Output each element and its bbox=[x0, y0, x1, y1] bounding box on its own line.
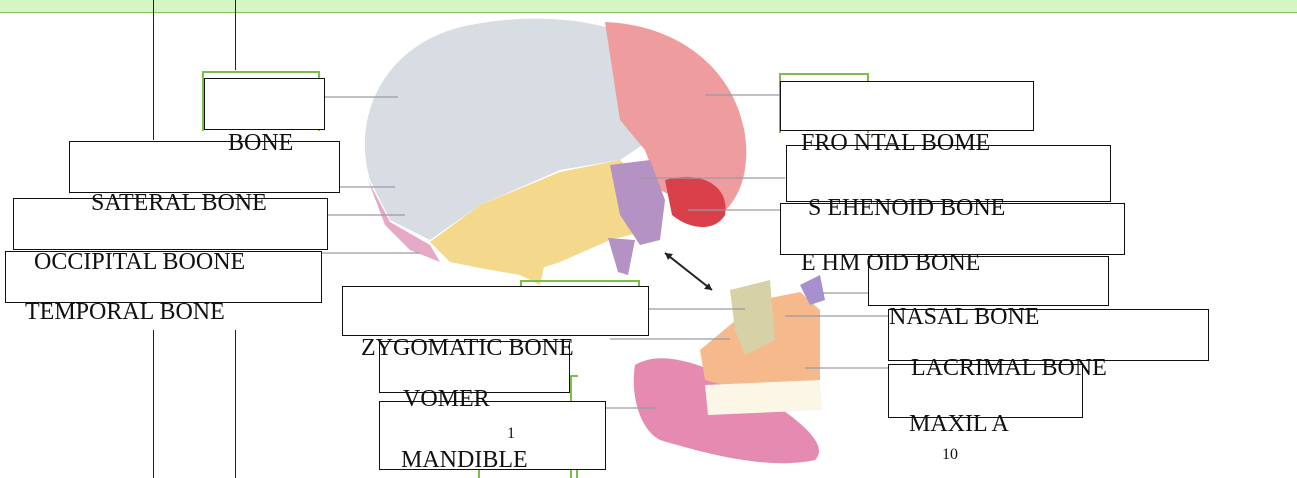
answer-box-sateral[interactable] bbox=[69, 141, 340, 193]
label-lacrimal-bone: LACRIMAL BONE bbox=[911, 356, 1107, 380]
label-sphenoid-bone: S EHENOID BONE bbox=[808, 196, 1005, 220]
label-maxilla: MAXIL A bbox=[909, 412, 1009, 436]
label-sateral-bone: SATERAL BONE bbox=[91, 191, 267, 215]
label-bone: BONE bbox=[228, 131, 293, 155]
label-temporal-bone: TEMPORAL BONE bbox=[25, 300, 225, 324]
label-ethmoid-bone: E HM OID BONE bbox=[801, 251, 980, 275]
label-vomer: VOMER bbox=[403, 387, 490, 411]
label-nasal-bone: NASAL BONE bbox=[889, 305, 1039, 329]
label-mandible: MANDIBLE bbox=[401, 448, 528, 472]
styloid-process bbox=[608, 238, 635, 275]
page-number-right: 10 bbox=[942, 446, 958, 464]
answer-box-frontal[interactable] bbox=[780, 81, 1034, 131]
answer-box-parietal[interactable] bbox=[204, 78, 325, 130]
label-zygomatic-bone: ZYGOMATIC BONE bbox=[361, 336, 574, 360]
label-frontal-bone: FRO NTAL BOME bbox=[801, 131, 990, 155]
page-number-left: 1 bbox=[507, 425, 515, 443]
answer-box-zygomatic[interactable] bbox=[342, 286, 649, 336]
teeth bbox=[705, 380, 822, 415]
label-occipital-bone: OCCIPITAL BOONE bbox=[34, 250, 245, 274]
